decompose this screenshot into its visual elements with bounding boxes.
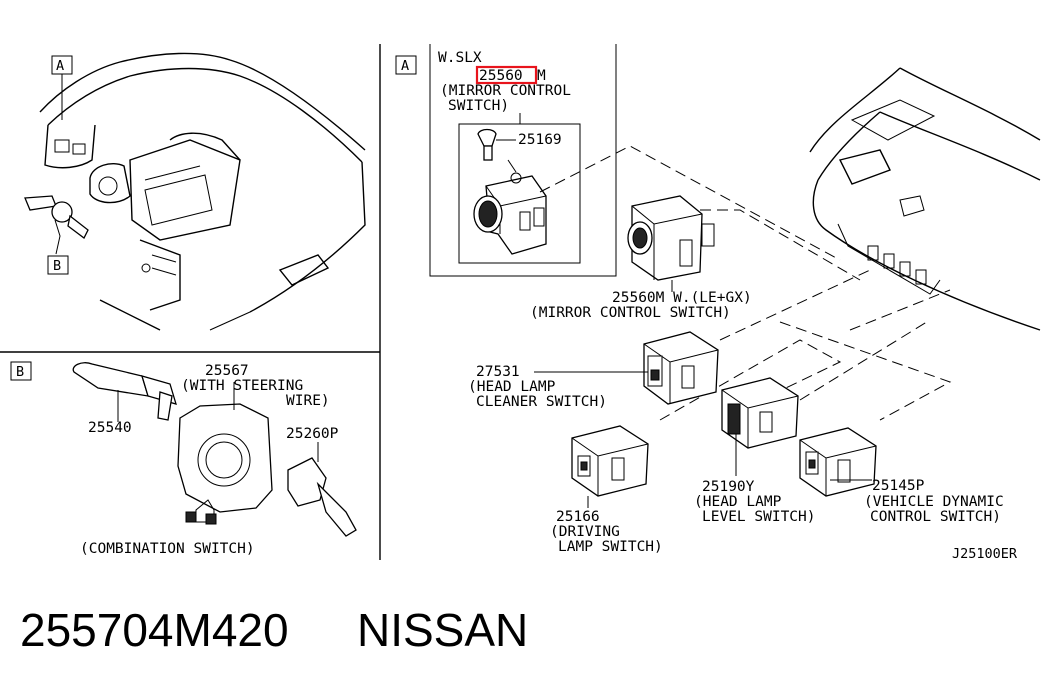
label-25166: 25166 xyxy=(556,509,600,525)
brand-name: NISSAN xyxy=(357,604,528,656)
diagram-reference: J25100ER xyxy=(952,546,1018,562)
highlight-box xyxy=(475,65,538,85)
label-vdc-2: CONTROL SWITCH) xyxy=(870,509,1001,525)
footer: 255704M420 NISSAN xyxy=(20,604,528,656)
label-vdc-1: (VEHICLE DYNAMIC xyxy=(864,494,1004,510)
panel-dividers xyxy=(0,44,381,560)
label-headlamp-cleaner-1: (HEAD LAMP xyxy=(468,379,556,395)
label-driving-1: (DRIVING xyxy=(550,524,620,540)
callout-a: A xyxy=(56,58,64,74)
label-headlamp-cleaner-2: CLEANER SWITCH) xyxy=(476,394,607,410)
panel-b-label: B xyxy=(16,364,24,380)
label-25567: 25567 xyxy=(205,363,249,379)
label-mirror-top-1: (MIRROR CONTROL xyxy=(440,83,571,99)
label-25560m-top-prefix: 25560 xyxy=(479,68,523,84)
label-headlamp-level-1: (HEAD LAMP xyxy=(694,494,782,510)
label-25145p: 25145P xyxy=(872,478,925,494)
label-driving-2: LAMP SWITCH) xyxy=(558,539,663,555)
part-number: 255704M420 xyxy=(20,604,289,656)
panel-a-label: A xyxy=(401,58,409,74)
label-mirror-mid: (MIRROR CONTROL SWITCH) xyxy=(530,305,731,321)
label-25190y: 25190Y xyxy=(702,479,755,495)
label-mirror-top-2: SWITCH) xyxy=(448,98,509,114)
label-25540: 25540 xyxy=(88,420,132,436)
label-steering-1: (WITH STEERING xyxy=(181,378,303,394)
panel-a-group: A W.SLX 25560 M (MIRROR CONTROL SWITCH) … xyxy=(395,44,1041,562)
label-combination-switch: (COMBINATION SWITCH) xyxy=(80,541,255,557)
dashboard-overview: A B xyxy=(24,52,366,331)
combination-switch-group: B 25540 25567 (WITH STEERING WIRE) 25260… xyxy=(10,361,357,557)
label-steering-2: WIRE) xyxy=(286,393,330,409)
label-wslx: W.SLX xyxy=(438,50,482,66)
label-25560m-top-suffix: M xyxy=(537,68,546,84)
label-25169: 25169 xyxy=(518,132,562,148)
label-25260p: 25260P xyxy=(286,426,339,442)
label-25560m-mid: 25560M W.(LE+GX) xyxy=(612,290,752,306)
label-27531: 27531 xyxy=(476,364,520,380)
label-headlamp-level-2: LEVEL SWITCH) xyxy=(702,509,816,525)
callout-b: B xyxy=(53,258,61,274)
